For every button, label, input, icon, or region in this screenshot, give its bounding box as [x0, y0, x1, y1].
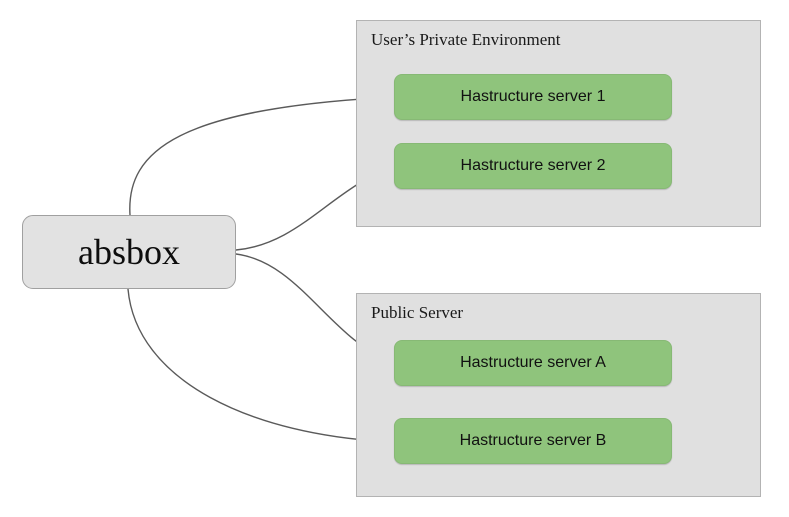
server-node-hastructure-server-a[interactable]: Hastructure server A: [394, 340, 672, 386]
edge-absbox-to-server-1: [129, 96, 395, 216]
server-node-hastructure-server-b[interactable]: Hastructure server B: [394, 418, 672, 464]
server-node-hastructure-server-1[interactable]: Hastructure server 1: [394, 74, 672, 120]
server-label: Hastructure server A: [460, 354, 606, 371]
group-users-private-environment: User’s Private Environment: [356, 20, 761, 227]
server-label: Hastructure server 2: [460, 157, 606, 174]
server-label: Hastructure server B: [459, 432, 607, 449]
client-node-absbox[interactable]: absbox: [22, 215, 236, 289]
server-node-hastructure-server-2[interactable]: Hastructure server 2: [394, 143, 672, 189]
edge-absbox-to-server-b: [127, 288, 395, 443]
group-public-title: Public Server: [371, 303, 464, 322]
group-public-server: Public Server: [356, 293, 761, 497]
group-private-title: User’s Private Environment: [371, 30, 561, 49]
server-label: Hastructure server 1: [460, 88, 606, 105]
client-label: absbox: [78, 232, 180, 272]
